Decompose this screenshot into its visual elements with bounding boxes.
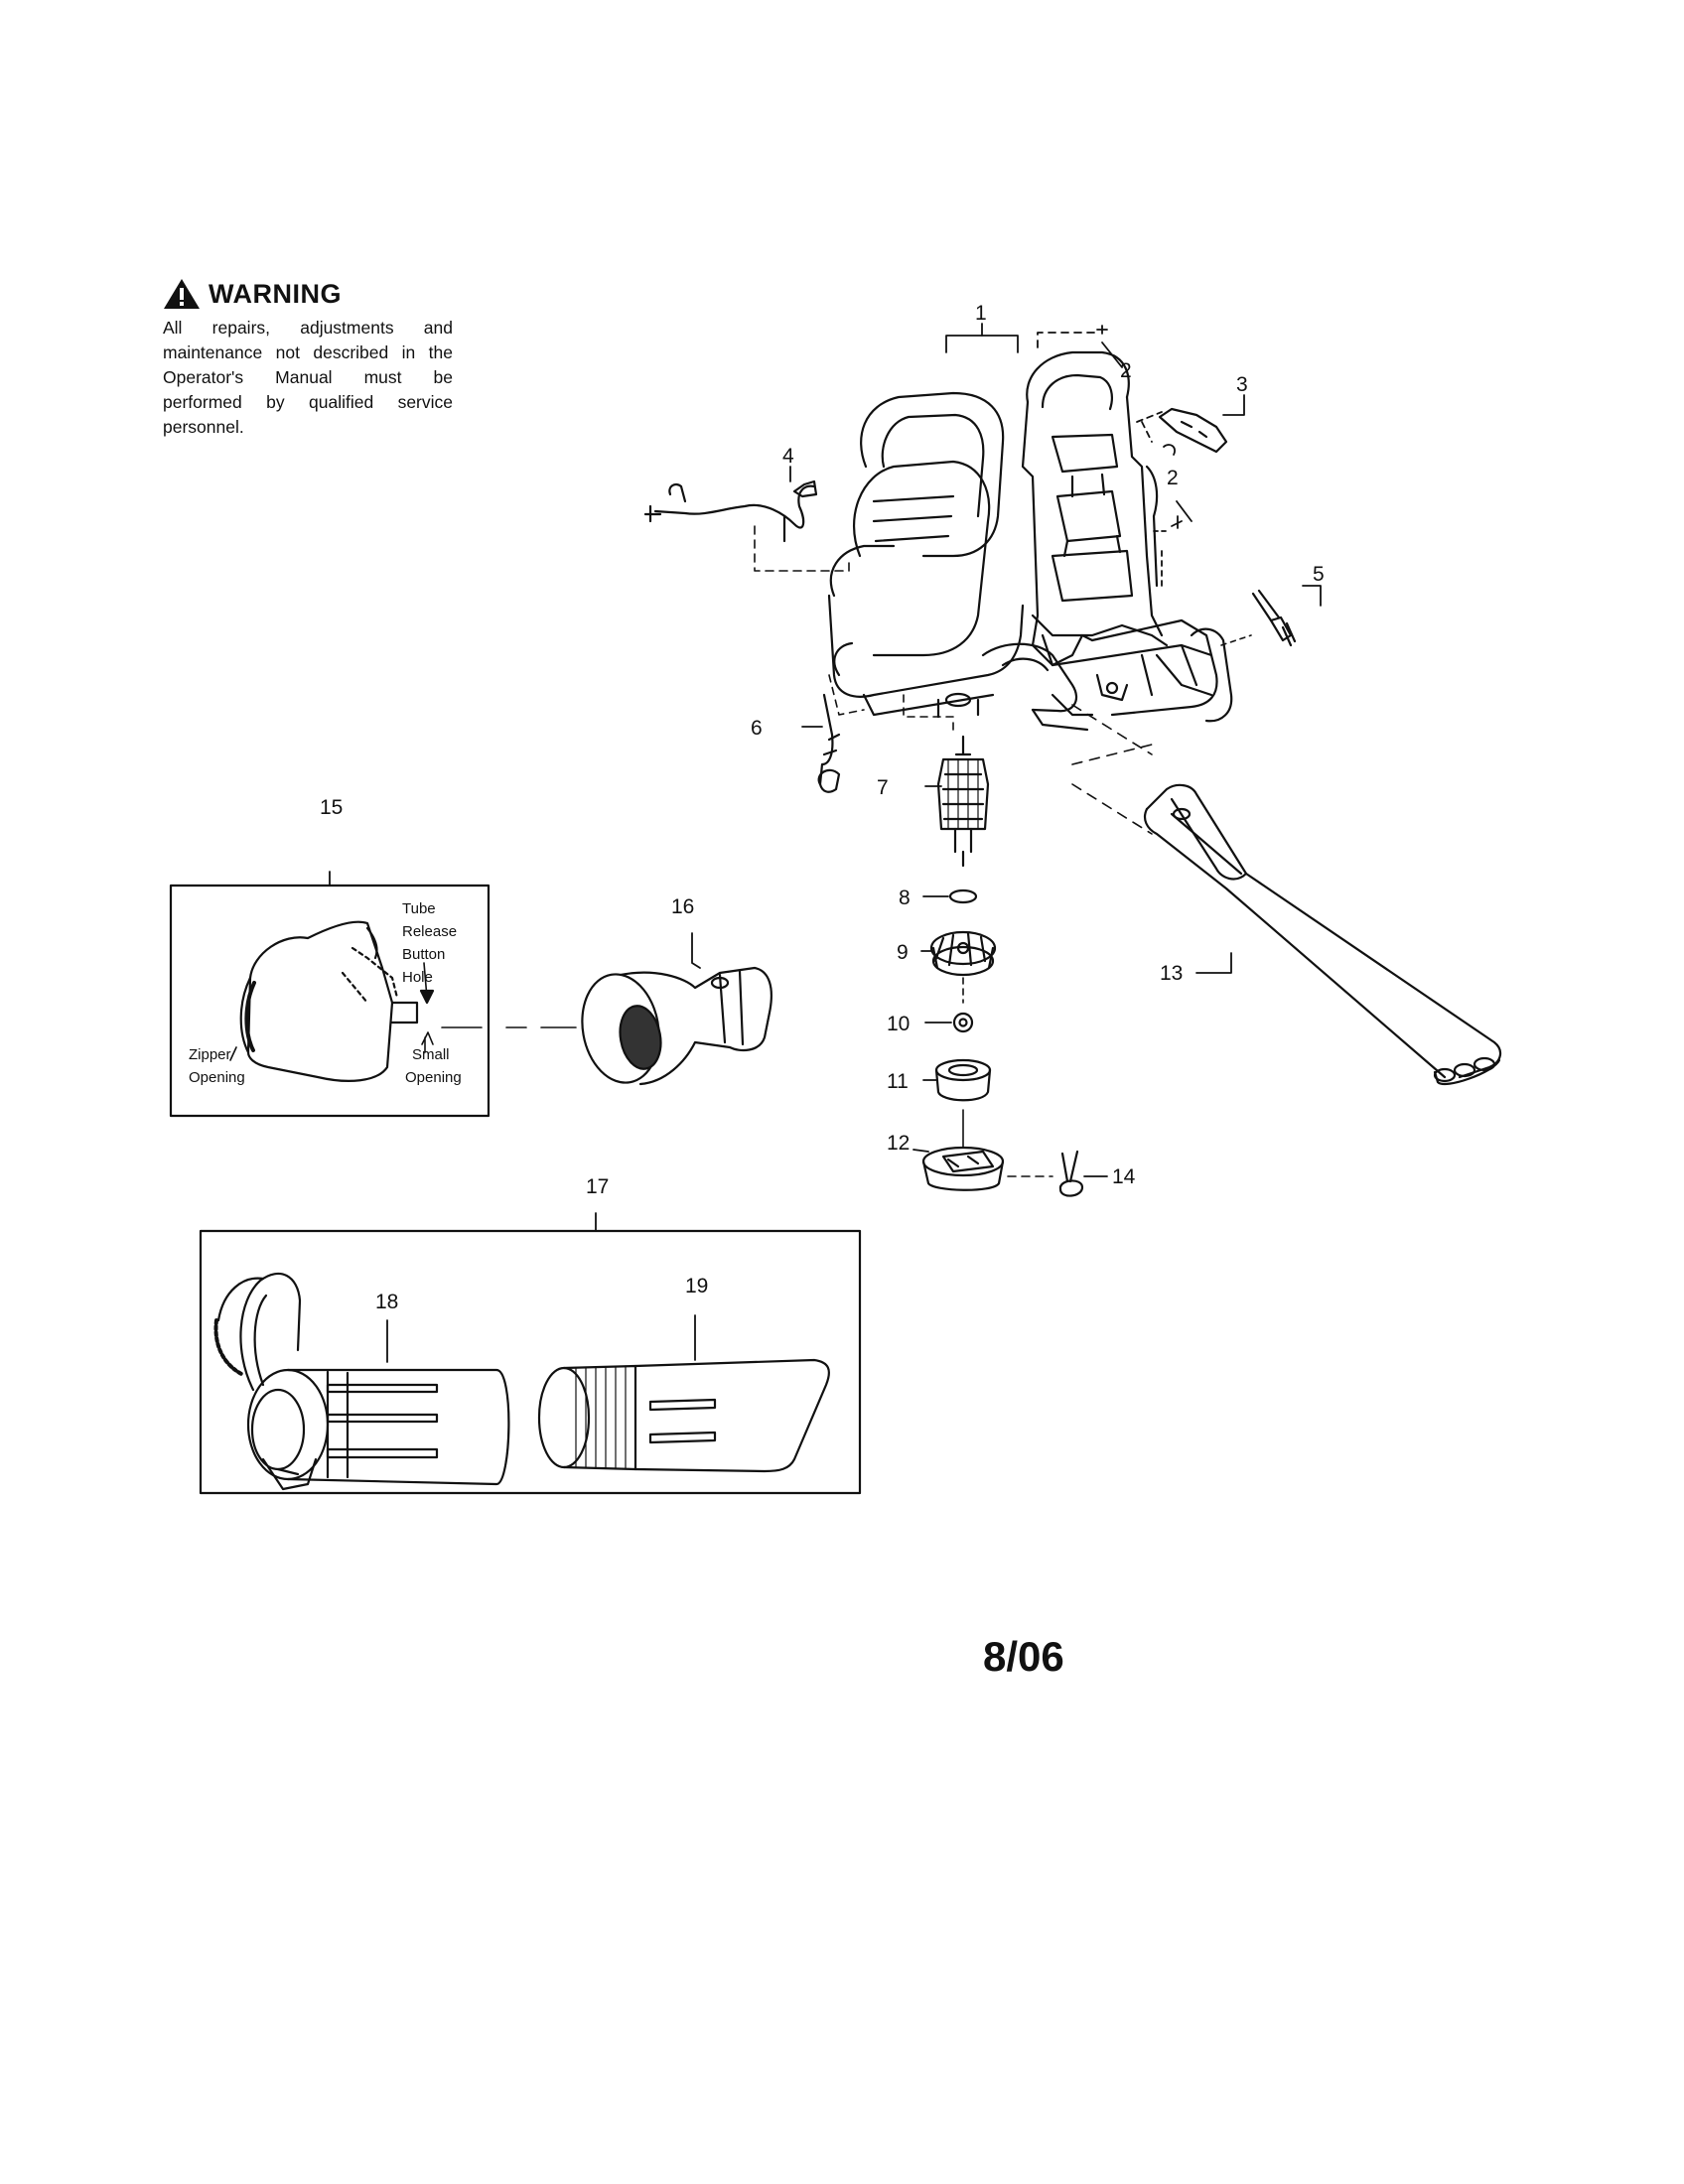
- label-1: 1: [975, 302, 987, 325]
- part-10-nut: [924, 1012, 974, 1033]
- label-16: 16: [671, 895, 694, 918]
- callout-zipper-opening: Opening: [189, 1069, 245, 1086]
- part-11-bearing-cup: [922, 1058, 992, 1102]
- callout-release: Release: [402, 923, 457, 940]
- label-7: 7: [877, 776, 889, 799]
- part-labels: 1 2 2 3 4 5 6 7 8 9 10 11 12 13 14 15 16…: [320, 302, 1325, 1313]
- label-15: 15: [320, 796, 343, 819]
- part-13-blower-tube: [1071, 704, 1502, 1085]
- label-3: 3: [1236, 373, 1248, 396]
- part-19-lower-vacuum-tube: [537, 1314, 830, 1473]
- label-14: 14: [1112, 1165, 1136, 1188]
- part-4-power-cord: [643, 466, 850, 572]
- part-5-spring: [1220, 585, 1322, 647]
- part-9-impeller: [920, 930, 997, 1004]
- label-19: 19: [685, 1275, 708, 1297]
- callout-small-opening: Opening: [405, 1069, 462, 1086]
- label-4: 4: [782, 445, 794, 468]
- label-10: 10: [887, 1013, 910, 1035]
- part-18-upper-vacuum-tube: [213, 1272, 510, 1491]
- part-12-impeller-cover: [912, 1109, 1005, 1191]
- warning-text: All repairs, adjustments and maintenance…: [163, 318, 453, 437]
- label-6: 6: [751, 717, 763, 740]
- label-2b: 2: [1167, 467, 1179, 489]
- part-15-collection-bag-box: [169, 871, 491, 1118]
- warning-triangle-icon: [164, 279, 200, 309]
- label-12: 12: [887, 1132, 910, 1155]
- part-7-motor-armature: [924, 735, 990, 868]
- label-9: 9: [897, 941, 909, 964]
- part-17-vacuum-tube-set-box: [199, 1212, 862, 1495]
- housing-left-half: [827, 391, 1094, 732]
- callout-hole: Hole: [402, 969, 433, 986]
- callout-zipper: Zipper: [189, 1046, 231, 1063]
- part-16-bag-adapter: [441, 932, 772, 1086]
- part-8-washer: [948, 888, 978, 904]
- part-6-latch: [801, 674, 954, 793]
- warning-notice: WARNING All repairs, adjustments and mai…: [163, 278, 453, 440]
- label-5: 5: [1313, 563, 1325, 586]
- part-14-screw-assembly: [1007, 1150, 1108, 1197]
- date-code: 8/06: [983, 1633, 1064, 1680]
- callout-button: Button: [402, 946, 445, 963]
- label-8: 8: [899, 887, 911, 909]
- part-3-clip: [1158, 394, 1245, 454]
- label-18: 18: [375, 1291, 398, 1313]
- callout-tube: Tube: [402, 900, 436, 917]
- housing-right-half: [1021, 350, 1233, 723]
- leader-part-1: [945, 335, 1019, 353]
- callout-small: Small: [412, 1046, 450, 1063]
- bag-callouts: Tube Release Button Hole Small Opening Z…: [189, 900, 462, 1086]
- warning-heading: WARNING: [163, 278, 453, 310]
- label-11: 11: [887, 1070, 909, 1093]
- label-2a: 2: [1120, 359, 1132, 382]
- label-13: 13: [1160, 962, 1183, 985]
- label-17: 17: [586, 1175, 609, 1198]
- warning-title: WARNING: [209, 278, 342, 309]
- screws: [1037, 325, 1193, 587]
